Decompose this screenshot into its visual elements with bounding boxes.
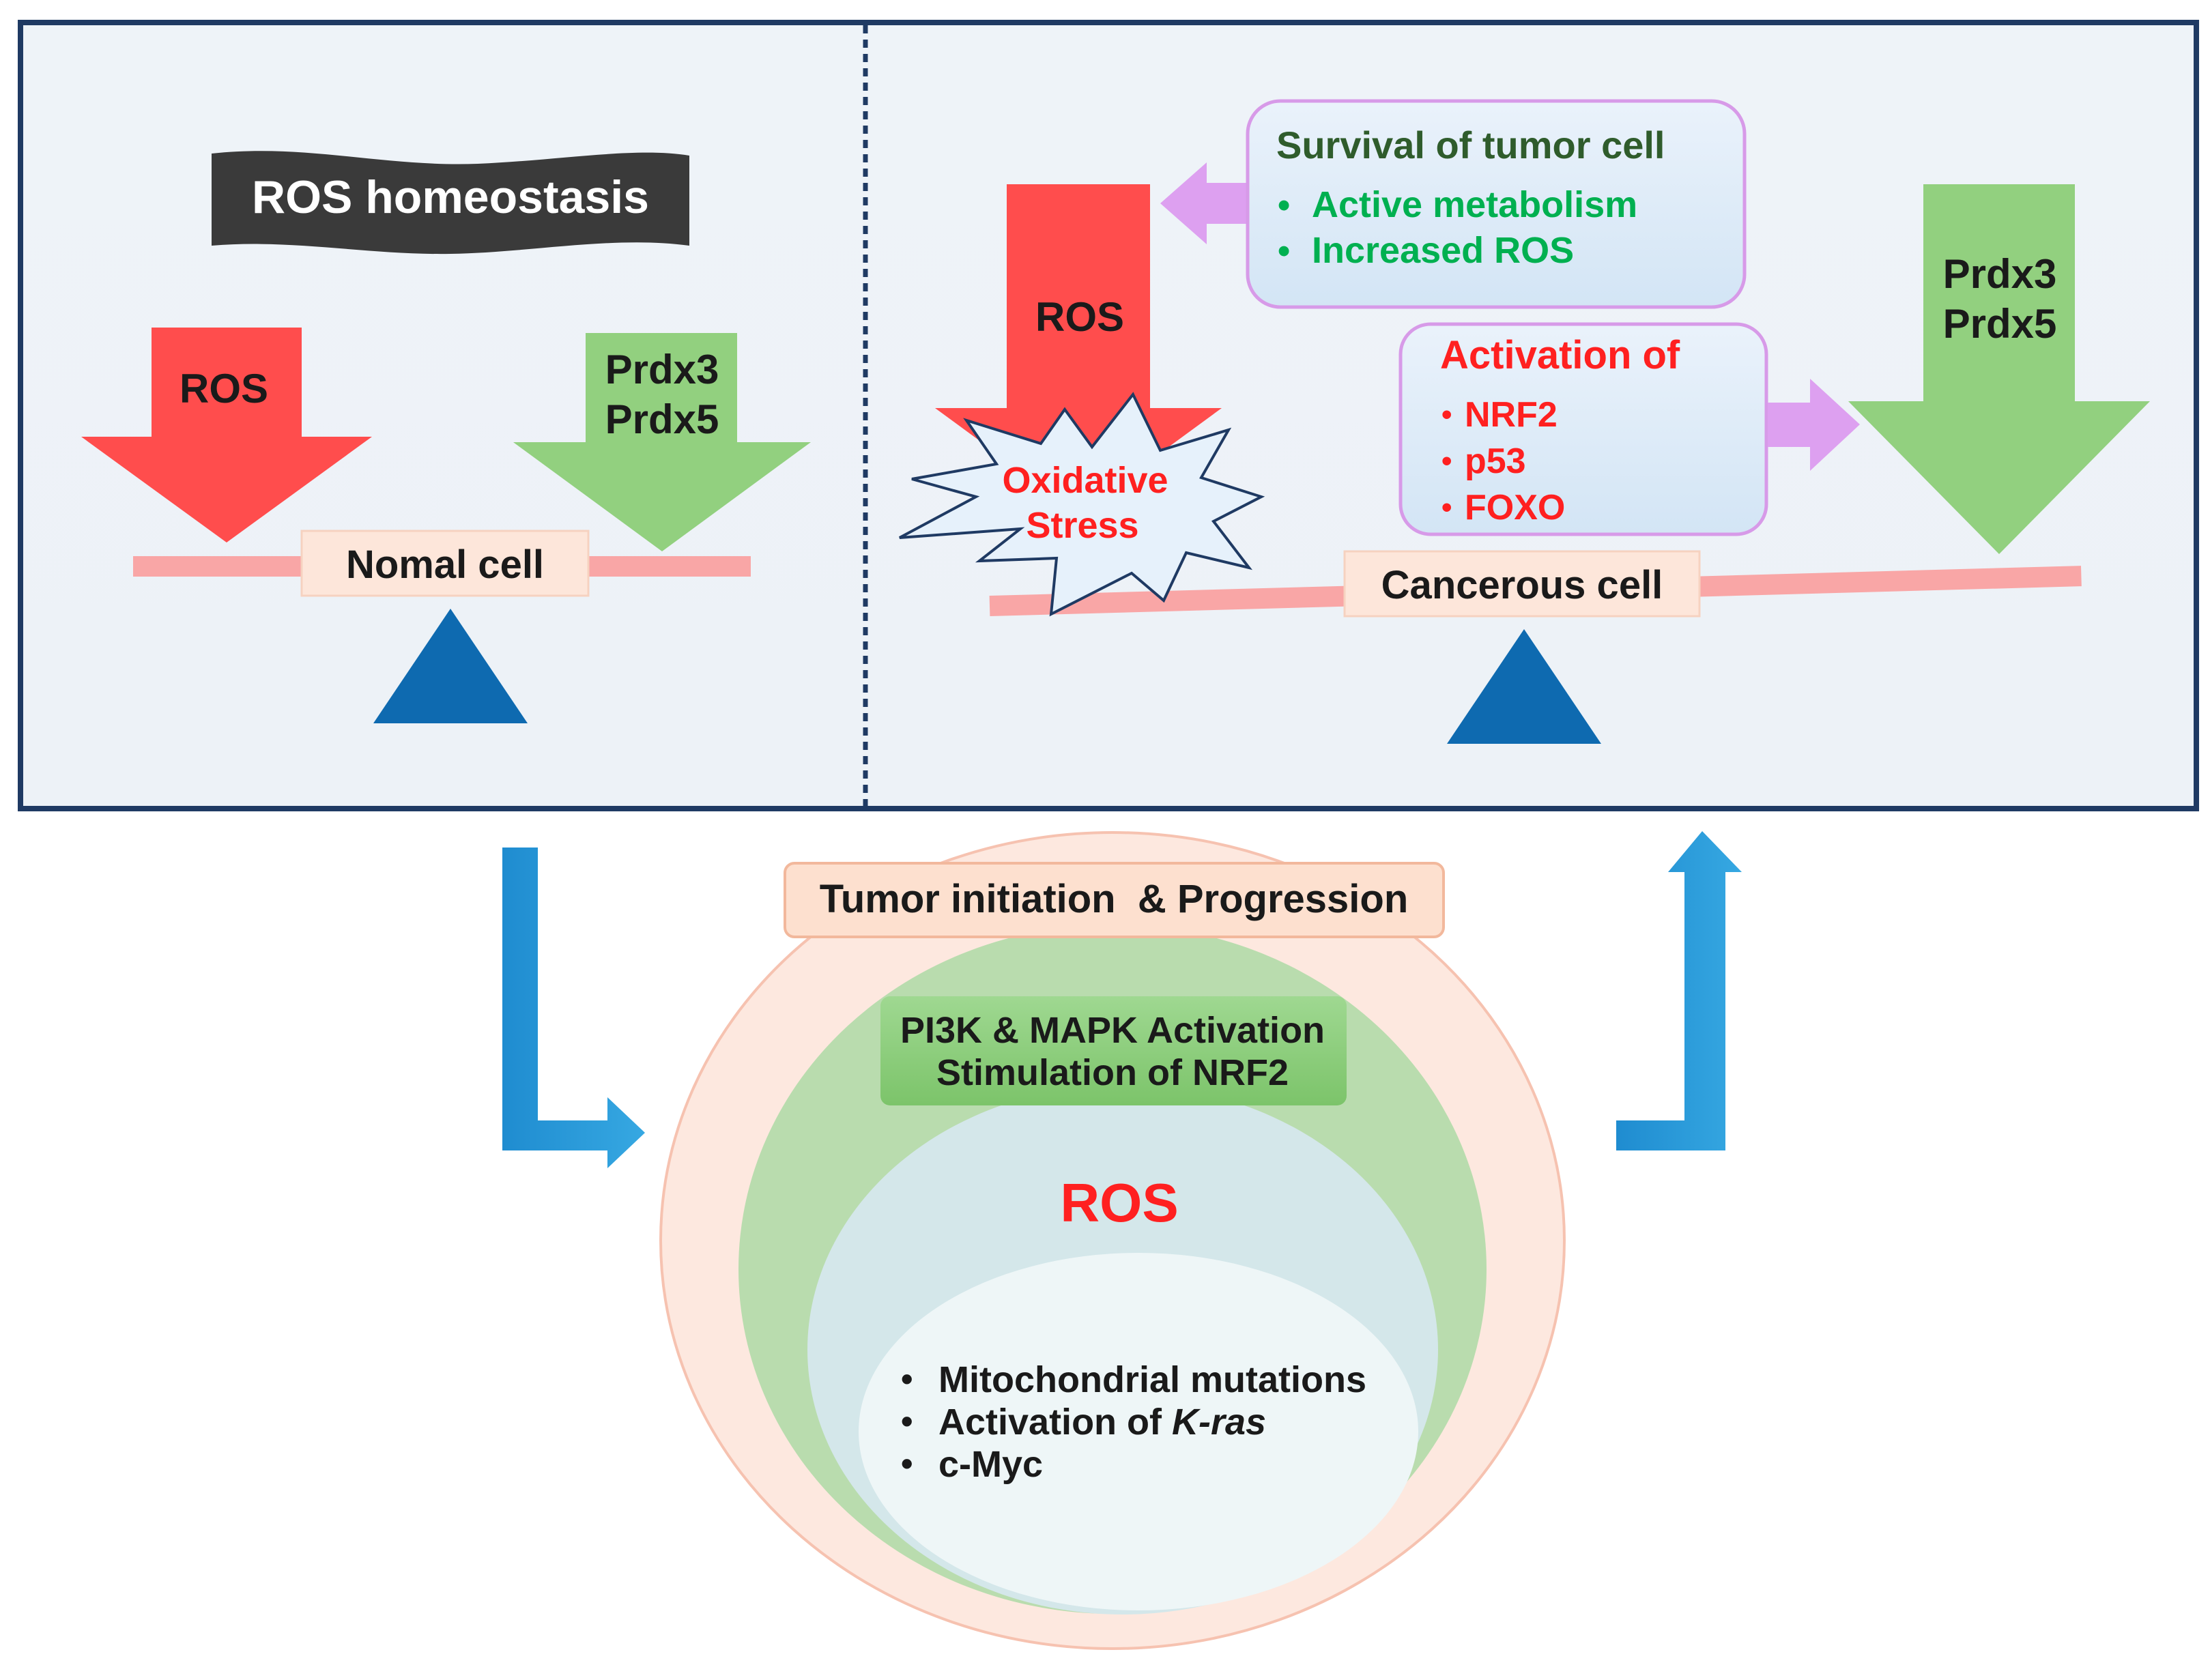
flow-arrow-up-right (1616, 831, 1742, 1150)
cause-item-3-text: c-Myc (938, 1444, 1043, 1485)
progression-box (784, 862, 1445, 938)
cancer-cell-box (1343, 550, 1701, 618)
normal-cell-label: Nomal cell (346, 542, 544, 587)
pathway-activation-line-1: PI3K & MAPK Activation (900, 1010, 1325, 1051)
lilac-arrow-survival (1160, 162, 1256, 244)
activation-item-2: p53 (1465, 441, 1526, 481)
pathway-activation-box (880, 996, 1347, 1105)
fulcrum-normal (373, 609, 528, 723)
lilac-arrow-activation (1768, 379, 1860, 471)
cause-item-2: Activation of K-ras (938, 1402, 1266, 1443)
pathway-activation-line-2: Stimulation of NRF2 (936, 1052, 1289, 1093)
prdx-arrow-normal-label-1: Prdx3 (605, 347, 719, 392)
activation-item-1: NRF2 (1465, 395, 1558, 435)
prdx-arrow-normal (513, 333, 811, 551)
ros-arrow-normal (81, 328, 372, 542)
oxidative-stress-label-2: Stress (1026, 505, 1138, 546)
oxidative-stress-label-1: Oxidative (1002, 460, 1168, 501)
survival-box (1246, 99, 1747, 309)
survival-bullet-1: • (1278, 186, 1290, 225)
ros-homeostasis-banner: ROS homeostasis (212, 151, 689, 255)
survival-item-2: Increased ROS (1312, 230, 1574, 271)
cause-bullet-1: • (901, 1360, 913, 1398)
activation-item-3: FOXO (1465, 488, 1565, 527)
cause-item-2-italic: K-ras (1172, 1402, 1266, 1443)
survival-title: Survival of tumor cell (1276, 124, 1665, 166)
activation-box (1398, 322, 1768, 536)
normal-cell-box (300, 530, 590, 597)
cause-item-2-text: Activation of (938, 1402, 1172, 1443)
ros-arrow-cancer-label: ROS (1035, 294, 1124, 340)
cause-item-1-text: Mitochondrial mutations (938, 1359, 1366, 1400)
prdx-arrow-cancer-label-1: Prdx3 (1943, 251, 2057, 297)
cause-item-3: c-Myc (938, 1444, 1043, 1485)
progression-label: Tumor initiation & Progression (820, 877, 1409, 921)
flow-arrow-down-right (502, 848, 645, 1168)
activation-bullet-1: • (1441, 398, 1452, 431)
survival-bullet-2: • (1278, 231, 1290, 271)
cause-bullet-2: • (901, 1402, 913, 1440)
ros-arrow-normal-label: ROS (180, 366, 268, 411)
ros-homeostasis-label: ROS homeostasis (252, 171, 649, 223)
activation-title: Activation of (1440, 333, 1680, 377)
inner-causes-circle (859, 1253, 1418, 1610)
survival-item-1: Active metabolism (1312, 184, 1637, 225)
activation-bullet-2: • (1441, 444, 1452, 478)
activation-bullet-3: • (1441, 491, 1452, 524)
oxidative-stress-burst (899, 392, 1265, 617)
fulcrum-cancer (1447, 629, 1601, 744)
prdx-arrow-cancer (1848, 184, 2150, 554)
cancer-cell-label: Cancerous cell (1381, 563, 1663, 607)
prdx-arrow-normal-label-2: Prdx5 (605, 396, 719, 442)
cause-item-1: Mitochondrial mutations (938, 1359, 1366, 1400)
prdx-arrow-cancer-label-2: Prdx5 (1943, 301, 2057, 347)
ros-center-label: ROS (1060, 1172, 1178, 1233)
cause-bullet-3: • (901, 1445, 913, 1483)
